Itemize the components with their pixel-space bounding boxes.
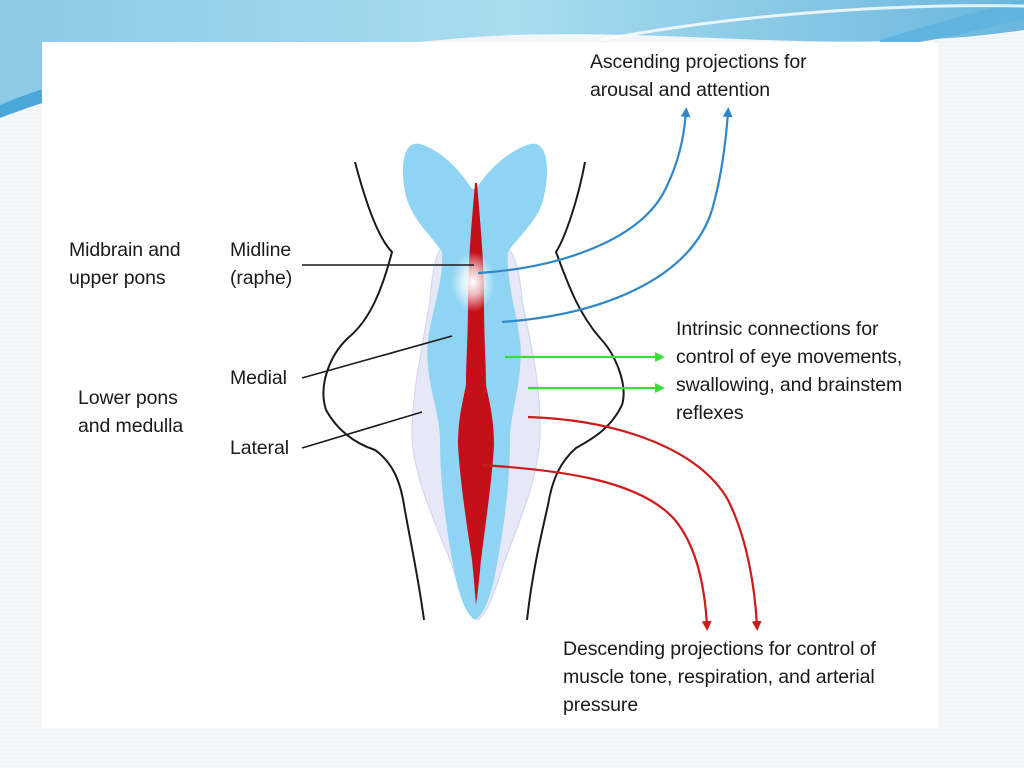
raphe-glow <box>451 252 495 312</box>
ascending-arrow-2 <box>501 107 733 324</box>
descending-arrow-2 <box>527 415 762 631</box>
medial-label: Medial <box>230 367 287 389</box>
ascending-arrow-1 <box>477 107 691 275</box>
midline-raphe-zone <box>458 183 494 605</box>
top-right-swoosh-2 <box>599 4 1024 42</box>
brainstem-outline-left <box>322 161 425 621</box>
brainstem-outline-right <box>526 161 625 621</box>
medial-leader-line <box>301 335 453 379</box>
top-right-swoosh <box>880 0 1024 48</box>
lateral-label: Lateral <box>230 437 289 459</box>
descending-arrow-1 <box>481 463 712 631</box>
lateral-leader-line <box>301 411 423 449</box>
midline-raphe-label: Midline(raphe) <box>230 239 293 289</box>
top-swoosh-band <box>0 0 1024 110</box>
